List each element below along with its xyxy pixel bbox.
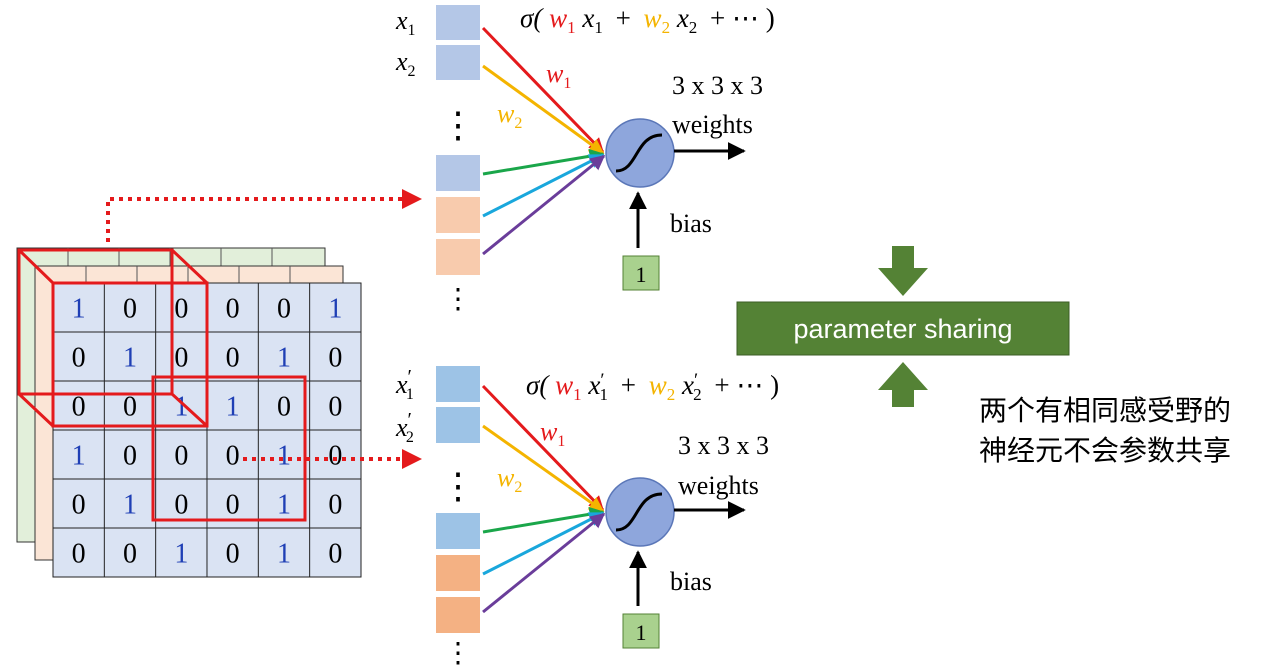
up-arrow-icon — [878, 362, 928, 407]
receptive-field-lower — [151, 375, 307, 522]
bottom-formula: σ( w1 x′1 + w2 x′2 + ⋯ ) — [526, 370, 779, 406]
matrix-cell: 0 — [226, 343, 240, 374]
bottom-arrow-green — [482, 506, 605, 534]
matrix-cell: 0 — [328, 441, 342, 472]
matrix-cell: 0 — [277, 294, 291, 325]
bottom-bias-one: 1 — [636, 620, 647, 645]
matrix-cell: 0 — [226, 490, 240, 521]
sigmoid-icon — [615, 492, 663, 532]
bottom-label-w2: w2 — [497, 463, 522, 496]
top-label-w1: w1 — [546, 59, 571, 92]
bottom-arrow-w2 — [482, 424, 605, 513]
top-input-x2: x2 — [395, 47, 416, 80]
top-arrow-purple — [482, 154, 606, 256]
matrix-cell: 0 — [226, 294, 240, 325]
matrix-cell: 0 — [226, 441, 240, 472]
matrix-cell: 0 — [72, 343, 86, 374]
matrix-cell: 0 — [123, 539, 137, 570]
matrix-cell: 1 — [123, 490, 137, 521]
bottom-arrow-w1 — [481, 384, 605, 512]
note-line-2: 神经元不会参数共享 — [979, 434, 1231, 467]
top-weights-line2: weights — [672, 110, 753, 139]
matrix-cell: 0 — [123, 441, 137, 472]
bottom-input-x2: x′2 — [395, 409, 414, 446]
matrix-cell: 0 — [123, 392, 137, 423]
matrix-cell: 0 — [328, 490, 342, 521]
top-input-column — [436, 5, 480, 275]
bottom-bias-box — [622, 613, 660, 649]
bottom-input-column — [436, 366, 480, 633]
matrix-cell: 0 — [277, 392, 291, 423]
matrix-cell: 0 — [72, 392, 86, 423]
top-bias-box — [622, 255, 660, 291]
matrix-cell: 0 — [174, 343, 188, 374]
matrix-cell: 1 — [277, 441, 291, 472]
bottom-arrow-cyan — [482, 511, 605, 576]
top-label-w2: w2 — [497, 99, 522, 132]
parameter-sharing-box — [736, 301, 1070, 356]
bottom-arrow-purple — [482, 512, 606, 614]
bottom-weights-line2: weights — [678, 471, 759, 500]
matrix-cell: 1 — [277, 343, 291, 374]
top-arrow-w2 — [482, 64, 605, 155]
note-line-1: 两个有相同感受野的 — [979, 394, 1231, 427]
top-neuron — [605, 118, 675, 188]
parameter-sharing-label: parameter sharing — [793, 314, 1012, 344]
matrix-cell: 0 — [174, 441, 188, 472]
bottom-bias-label: bias — [670, 567, 712, 596]
matrix-cell: 0 — [328, 392, 342, 423]
top-dots-1: ⋮ — [440, 105, 476, 145]
top-arrow-w1 — [481, 26, 605, 154]
matrix-cell: 1 — [174, 539, 188, 570]
top-input-x1: x1 — [395, 6, 416, 39]
matrix-cell: 0 — [328, 343, 342, 374]
top-bias-one: 1 — [636, 262, 647, 287]
receptive-field-cube — [17, 248, 209, 428]
matrix-cell: 0 — [328, 539, 342, 570]
bottom-neuron — [605, 477, 675, 547]
matrix-cell: 1 — [277, 539, 291, 570]
top-dots-2: ⋮ — [444, 284, 472, 315]
bottom-dots-2: ⋮ — [444, 638, 472, 668]
sigmoid-icon — [615, 133, 663, 173]
matrix-cell: 0 — [72, 490, 86, 521]
top-formula: σ( w1 x1 + w2 x2 + ⋯ ) — [520, 3, 775, 39]
matrix-cell: 0 — [72, 539, 86, 570]
matrix-cell: 0 — [174, 490, 188, 521]
matrix-cell: 0 — [123, 294, 137, 325]
dotted-arrow-top — [106, 189, 422, 242]
top-arrow-green — [482, 148, 605, 176]
matrix-cell: 1 — [123, 343, 137, 374]
matrix-cell: 1 — [72, 294, 86, 325]
top-arrow-cyan — [482, 153, 605, 218]
bottom-input-x1: x′1 — [395, 366, 414, 403]
matrix-cell: 1 — [277, 490, 291, 521]
matrix-cell: 1 — [72, 441, 86, 472]
matrix-cell: 0 — [174, 294, 188, 325]
matrix-cell: 1 — [328, 294, 342, 325]
down-arrow-icon — [878, 246, 928, 296]
matrix-cell: 1 — [226, 392, 240, 423]
matrix-cell: 0 — [226, 539, 240, 570]
bottom-weights-line1: 3 x 3 x 3 — [678, 431, 769, 460]
top-bias-label: bias — [670, 209, 712, 238]
top-weights-line1: 3 x 3 x 3 — [672, 71, 763, 100]
bottom-label-w1: w1 — [540, 417, 565, 450]
bottom-dots-1: ⋮ — [440, 466, 476, 506]
